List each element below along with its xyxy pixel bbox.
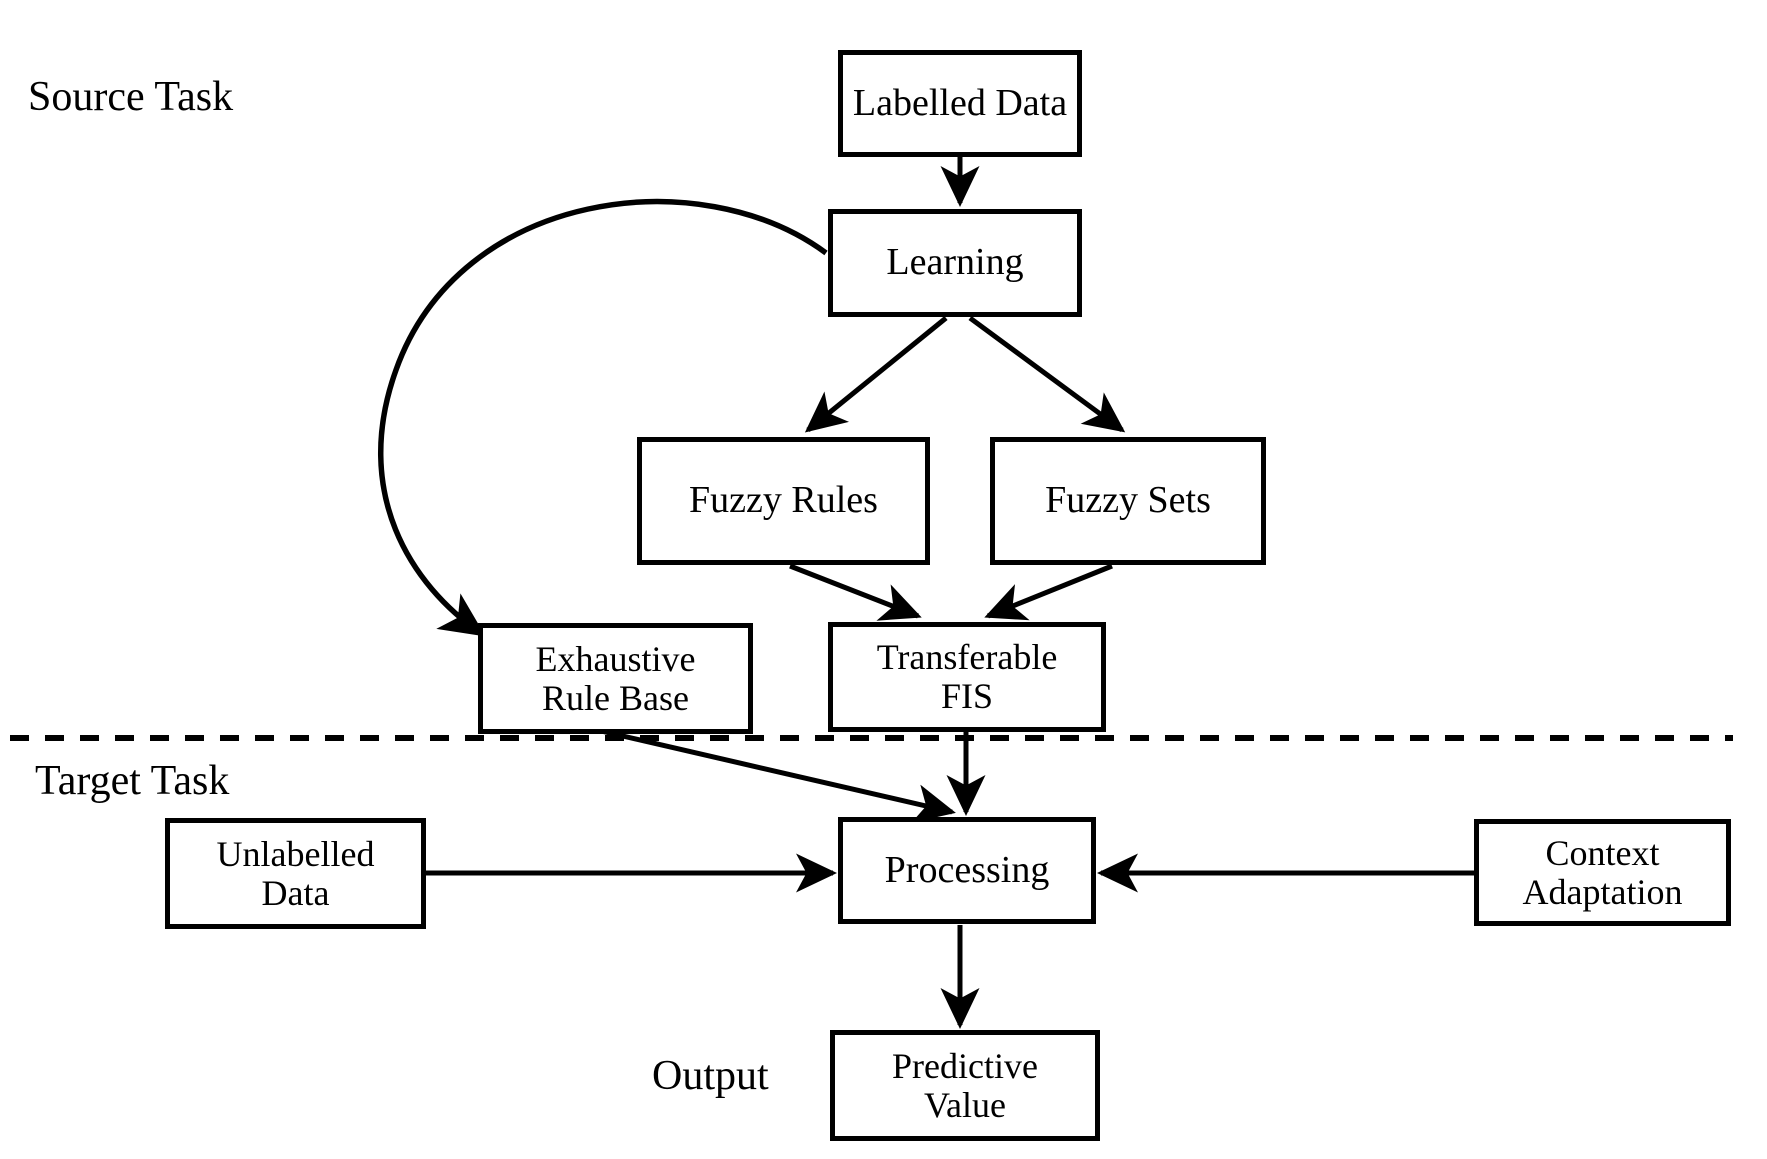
target-task-label: Target Task: [35, 758, 230, 804]
edge-fuzzy-sets-to-transferable-fis: [984, 563, 1113, 621]
node-unlabelled-data[interactable]: Unlabelled Data: [165, 818, 426, 929]
node-labelled-data-text: Labelled Data: [852, 81, 1068, 124]
node-learning-text: Learning: [886, 241, 1024, 284]
node-transferable-fis-text: Transferable FIS: [876, 637, 1058, 716]
node-context-adaptation[interactable]: Context Adaptation: [1474, 819, 1731, 926]
edge-learning-to-fuzzy-sets: [968, 315, 1126, 433]
node-predictive-value[interactable]: Predictive Value: [830, 1030, 1100, 1141]
edge-learning-to-exhaustive-rule-base: [378, 198, 828, 637]
edge-exhaustive-rule-base-to-processing: [600, 728, 956, 823]
node-transferable-fis[interactable]: Transferable FIS: [828, 622, 1106, 732]
node-processing-text: Processing: [884, 848, 1050, 891]
node-context-adaptation-text: Context Adaptation: [1522, 832, 1683, 912]
node-processing[interactable]: Processing: [838, 817, 1096, 924]
source-task-label: Source Task: [28, 74, 234, 120]
node-unlabelled-data-text: Unlabelled Data: [216, 833, 375, 913]
node-predictive-value-text: Predictive Value: [892, 1045, 1038, 1125]
node-fuzzy-sets[interactable]: Fuzzy Sets: [990, 437, 1266, 565]
node-labelled-data[interactable]: Labelled Data: [838, 50, 1082, 157]
node-exhaustive-rule-base-text: Exhaustive Rule Base: [535, 638, 696, 718]
node-fuzzy-rules-text: Fuzzy Rules: [689, 479, 878, 522]
node-fuzzy-rules[interactable]: Fuzzy Rules: [637, 437, 930, 565]
node-exhaustive-rule-base[interactable]: Exhaustive Rule Base: [478, 623, 753, 734]
edge-learning-to-fuzzy-rules: [804, 316, 948, 433]
node-learning[interactable]: Learning: [828, 209, 1082, 317]
output-label: Output: [652, 1053, 769, 1099]
edge-fuzzy-rules-to-transferable-fis: [789, 563, 922, 621]
node-fuzzy-sets-text: Fuzzy Sets: [1045, 479, 1211, 522]
